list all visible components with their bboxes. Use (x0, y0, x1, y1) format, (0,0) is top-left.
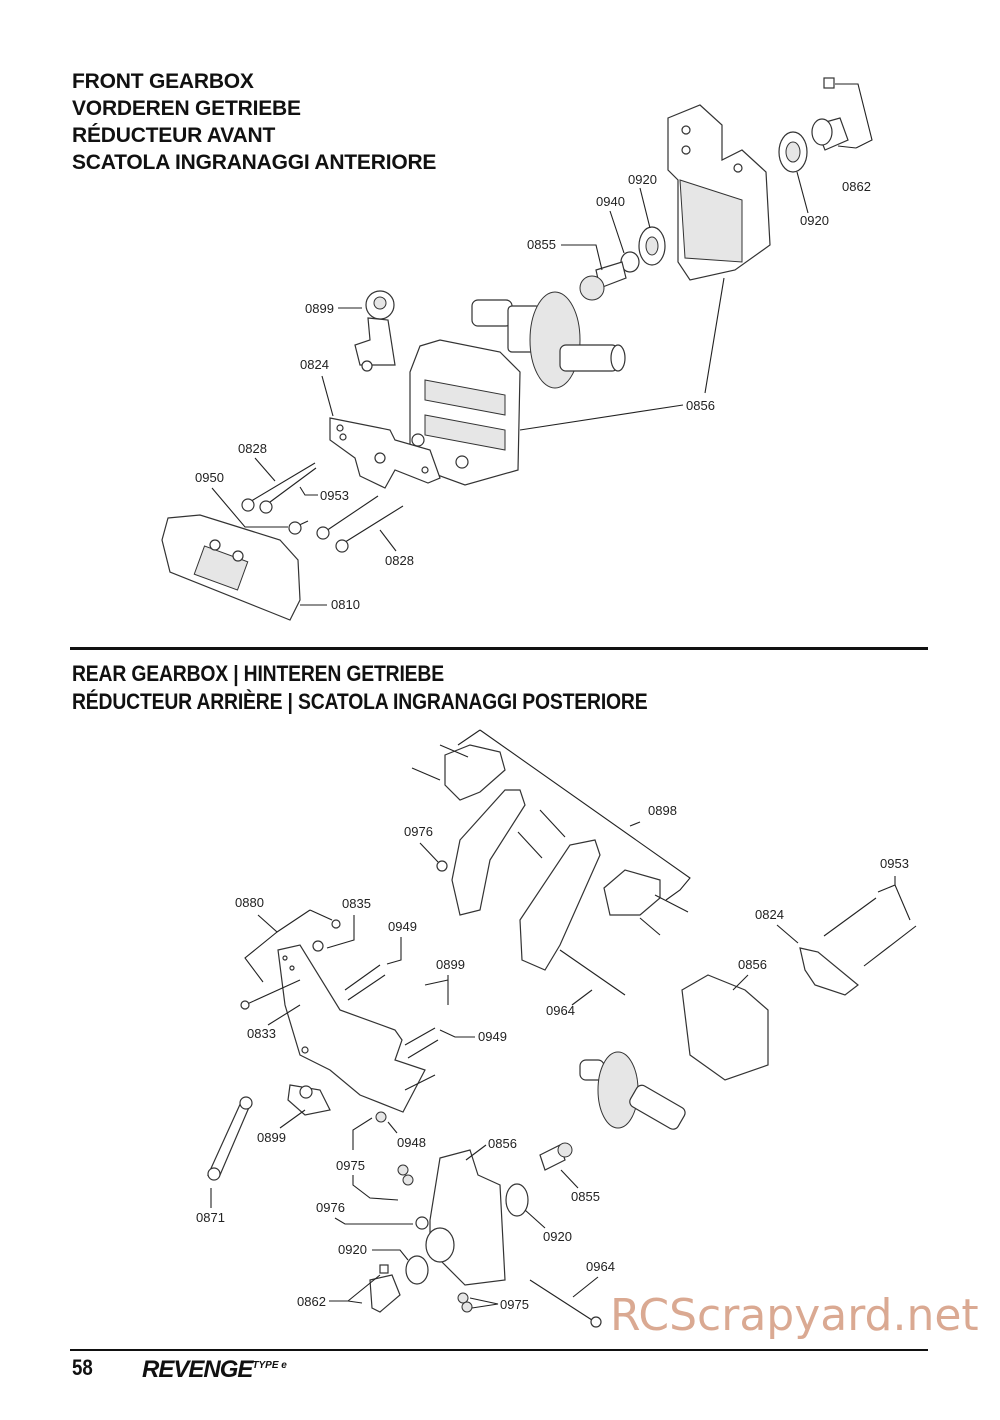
rear-gearbox-heading: REAR GEARBOX | HINTEREN GETRIEBE RÉDUCTE… (72, 660, 648, 716)
part-label: 0920 (338, 1242, 367, 1257)
part-label: 0899 (436, 957, 465, 972)
heading-line: SCATOLA INGRANAGGI ANTERIORE (72, 151, 437, 174)
part-label: 0824 (300, 357, 329, 372)
front-bulkhead-drawing (409, 339, 521, 486)
part-label: 0976 (316, 1200, 345, 1215)
part-label: 0855 (527, 237, 556, 252)
part-label: 0920 (628, 172, 657, 187)
part-label: 0856 (488, 1136, 517, 1151)
front-part-labels: 0862 0920 0920 0940 0855 0899 0824 0856 … (195, 83, 873, 612)
front-screws-drawing (241, 462, 404, 553)
part-label: 0828 (238, 441, 267, 456)
heading-line: REAR GEARBOX | HINTEREN GETRIEBE (72, 661, 444, 686)
part-label: 0833 (247, 1026, 276, 1041)
part-label: 0871 (196, 1210, 225, 1225)
page-number: 58 (72, 1355, 93, 1380)
part-label: 0948 (397, 1135, 426, 1150)
part-label: 0953 (880, 856, 909, 871)
footer-divider (70, 1349, 928, 1351)
part-label: 0862 (842, 179, 871, 194)
part-label: 0920 (543, 1229, 572, 1244)
part-label: 0880 (235, 895, 264, 910)
rear-gearbox-drawing (369, 1149, 602, 1328)
part-label: 0920 (800, 213, 829, 228)
part-label: 0949 (388, 919, 417, 934)
part-label: 0828 (385, 553, 414, 568)
front-gearbox-housing-drawing (667, 104, 771, 281)
section-divider (70, 647, 928, 650)
part-label: 0950 (195, 470, 224, 485)
rear-servo-saver-drawing (287, 1084, 331, 1116)
rear-link-drawing (207, 1096, 253, 1181)
rear-shock-tower-drawing (240, 919, 439, 1123)
part-label: 0835 (342, 896, 371, 911)
part-label: 0899 (257, 1130, 286, 1145)
front-plate-drawing (329, 417, 441, 489)
part-label: 0810 (331, 597, 360, 612)
part-label: 0856 (738, 957, 767, 972)
heading-line: RÉDUCTEUR AVANT (72, 124, 276, 147)
front-differential-drawing (471, 291, 626, 389)
rear-wing-mounts-drawing (411, 744, 689, 996)
part-label: 0975 (336, 1158, 365, 1173)
rear-bulkhead-drawing (681, 897, 917, 1081)
watermark: RCScrapyard.net (610, 1290, 979, 1341)
part-label: 0953 (320, 488, 349, 503)
part-label: 0964 (586, 1259, 615, 1274)
part-label: 0976 (404, 824, 433, 839)
front-gearbox-heading: FRONT GEARBOX VORDEREN GETRIEBE RÉDUCTEU… (72, 68, 436, 176)
brand-suffix: TYPE e (252, 1360, 287, 1371)
heading-line: RÉDUCTEUR ARRIÈRE | SCATOLA INGRANAGGI P… (72, 689, 648, 714)
part-label: 0975 (500, 1297, 529, 1312)
front-bearing-outdrive-drawing (579, 77, 849, 301)
front-servo-saver-drawing (354, 290, 396, 372)
part-label: 0940 (596, 194, 625, 209)
front-bumper-drawing (161, 514, 301, 621)
brand-name: REVENGE (142, 1356, 253, 1383)
heading-line: FRONT GEARBOX (72, 70, 254, 93)
brand-logo: REVENGETYPE e (142, 1356, 287, 1384)
rear-differential-drawing (539, 1051, 686, 1171)
part-label: 0862 (297, 1294, 326, 1309)
part-label: 0856 (686, 398, 715, 413)
rear-part-labels: 0898 0976 0953 0880 0835 0949 0824 0856 … (196, 729, 911, 1312)
part-label: 0949 (478, 1029, 507, 1044)
part-label: 0824 (755, 907, 784, 922)
part-label: 0964 (546, 1003, 575, 1018)
heading-line: VORDEREN GETRIEBE (72, 97, 301, 120)
part-label: 0855 (571, 1189, 600, 1204)
part-label: 0898 (648, 803, 677, 818)
part-label: 0899 (305, 301, 334, 316)
